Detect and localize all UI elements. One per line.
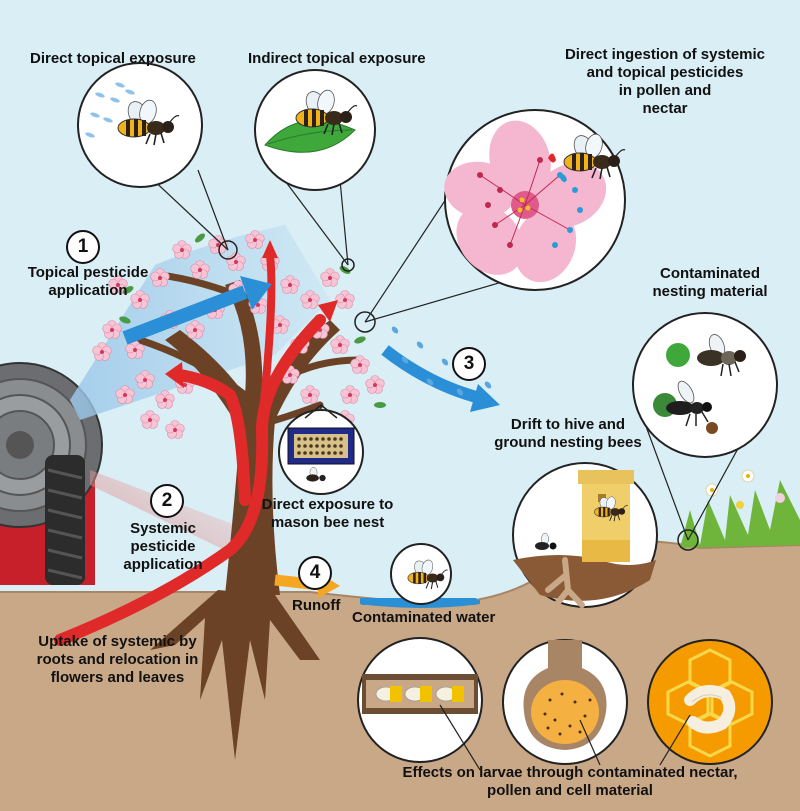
inset-honeycomb	[647, 639, 773, 765]
inset-direct-topical	[77, 62, 203, 188]
zoom-spot-direct	[218, 240, 238, 260]
beehive-icon	[578, 470, 634, 562]
inset-pollen-cell	[502, 639, 628, 765]
inset-nesting-material	[632, 312, 778, 458]
bee-icon	[666, 380, 712, 427]
zoom-spot-nesting	[677, 529, 699, 551]
inset-hive-ground	[512, 462, 658, 608]
step-number-2: 2	[150, 484, 184, 518]
label-direct-ingestion: Direct ingestion of systemic and topical…	[564, 46, 766, 117]
step-number-3: 3	[452, 347, 486, 381]
topical-spray-arrow	[122, 285, 248, 345]
larva-icon	[684, 685, 736, 734]
systemic-uptake-arrows	[54, 240, 338, 646]
mason-bee-nest-icon	[287, 427, 355, 465]
tree-branches	[136, 271, 364, 434]
inset-mason-bee-nest	[278, 404, 364, 495]
tractor-icon	[0, 362, 103, 585]
inset-water-bee	[390, 543, 452, 605]
honeycomb-icon	[666, 648, 754, 758]
topical-spray-arrowhead	[240, 276, 272, 310]
flower-icon	[444, 120, 607, 283]
label-topical-application: Topical pesticide application	[27, 264, 149, 299]
inset-flower-ingestion	[444, 109, 626, 291]
label-direct-topical: Direct topical exposure	[30, 50, 196, 67]
label-larvae-effects: Effects on larvae through contaminated n…	[402, 764, 738, 799]
inset-indirect-topical	[254, 69, 376, 191]
bee-icon	[697, 334, 746, 377]
zoom-spot-flower	[354, 311, 376, 333]
step-number-1: 1	[66, 230, 100, 264]
tree-trunk	[165, 280, 340, 595]
label-drift: Drift to hive and ground nesting bees	[494, 416, 642, 451]
bee-icon	[535, 532, 557, 550]
label-mason-nest: Direct exposure to mason bee nest	[261, 496, 394, 531]
ground-nest-tunnel	[545, 557, 585, 608]
zoom-spot-indirect	[341, 258, 355, 272]
grass-patch	[680, 469, 800, 548]
tree-roots	[150, 590, 320, 760]
drift-arrow	[381, 345, 482, 404]
label-uptake: Uptake of systemic by roots and relocati…	[36, 633, 199, 686]
larvae-pointer-lines	[439, 704, 691, 771]
inset-larvae-tunnel	[357, 637, 483, 763]
drift-arrowhead	[470, 384, 500, 412]
bee-icon	[306, 466, 326, 482]
label-indirect-topical: Indirect topical exposure	[248, 50, 426, 67]
topical-spray-cone	[70, 225, 330, 420]
label-runoff: Runoff	[292, 597, 341, 614]
larva-icon	[375, 686, 464, 702]
label-contaminated-water: Contaminated water	[352, 609, 496, 626]
label-contaminated-nesting: Contaminated nesting material	[652, 265, 768, 300]
step-number-4: 4	[298, 556, 332, 590]
label-systemic-application: Systemic pesticide application	[123, 520, 203, 573]
